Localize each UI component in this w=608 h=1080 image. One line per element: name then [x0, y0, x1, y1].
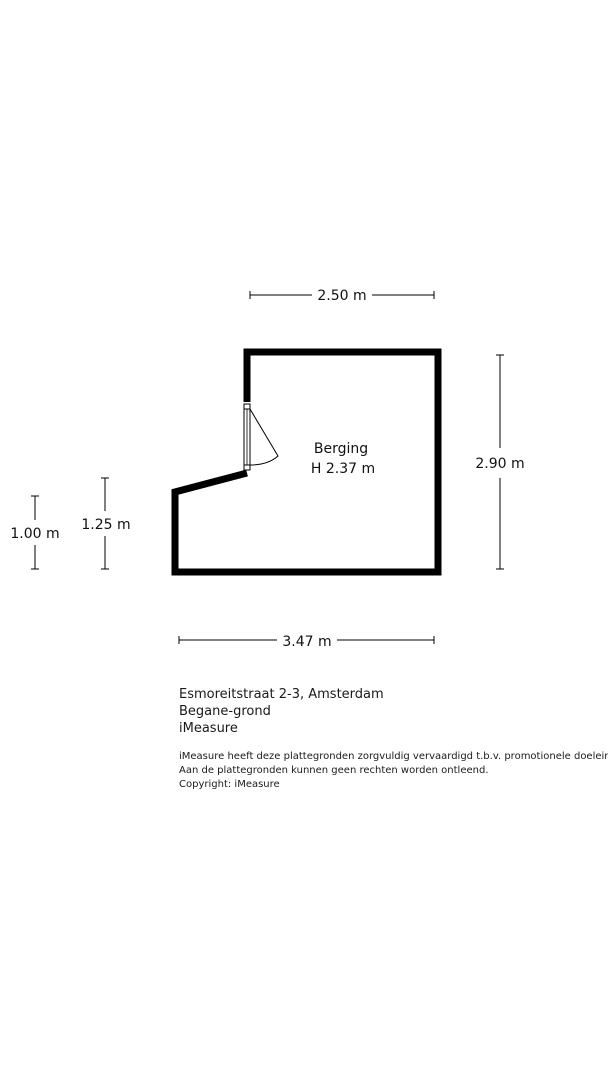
door-swing [249, 408, 279, 466]
disclaimer-line-2: Aan de plattegronden kunnen geen rechten… [179, 765, 489, 776]
dim-left-inner: 1.25 m [81, 477, 131, 570]
copyright: Copyright: iMeasure [179, 779, 280, 790]
address: Esmoreitstraat 2-3, Amsterdam [179, 687, 384, 702]
floor-plan: 2.50 m 2.90 m 3.47 m 1.00 m 1.25 m Bergi… [10, 288, 525, 650]
dim-right-label: 2.90 m [475, 456, 524, 472]
room-name: Berging [314, 441, 368, 457]
dim-left-outer-label: 1.00 m [10, 526, 59, 542]
dim-left-inner-label: 1.25 m [81, 517, 130, 533]
door [243, 403, 279, 471]
room-height: H 2.37 m [311, 461, 375, 477]
dim-top: 2.50 m [249, 288, 435, 304]
floor-label: Begane-grond [179, 704, 271, 719]
brand-name: iMeasure [179, 721, 238, 736]
disclaimer-line-1: iMeasure heeft deze plattegronden zorgvu… [179, 751, 608, 762]
dim-right: 2.90 m [475, 354, 525, 570]
disclaimer: iMeasure heeft deze plattegronden zorgvu… [179, 750, 608, 792]
dim-bottom: 3.47 m [178, 634, 435, 650]
dim-left-outer: 1.00 m [10, 495, 60, 570]
plan-info: Esmoreitstraat 2-3, Amsterdam Begane-gro… [179, 686, 608, 792]
dim-top-label: 2.50 m [317, 288, 366, 304]
dim-bottom-label: 3.47 m [282, 634, 331, 650]
room-walls [171, 348, 442, 576]
